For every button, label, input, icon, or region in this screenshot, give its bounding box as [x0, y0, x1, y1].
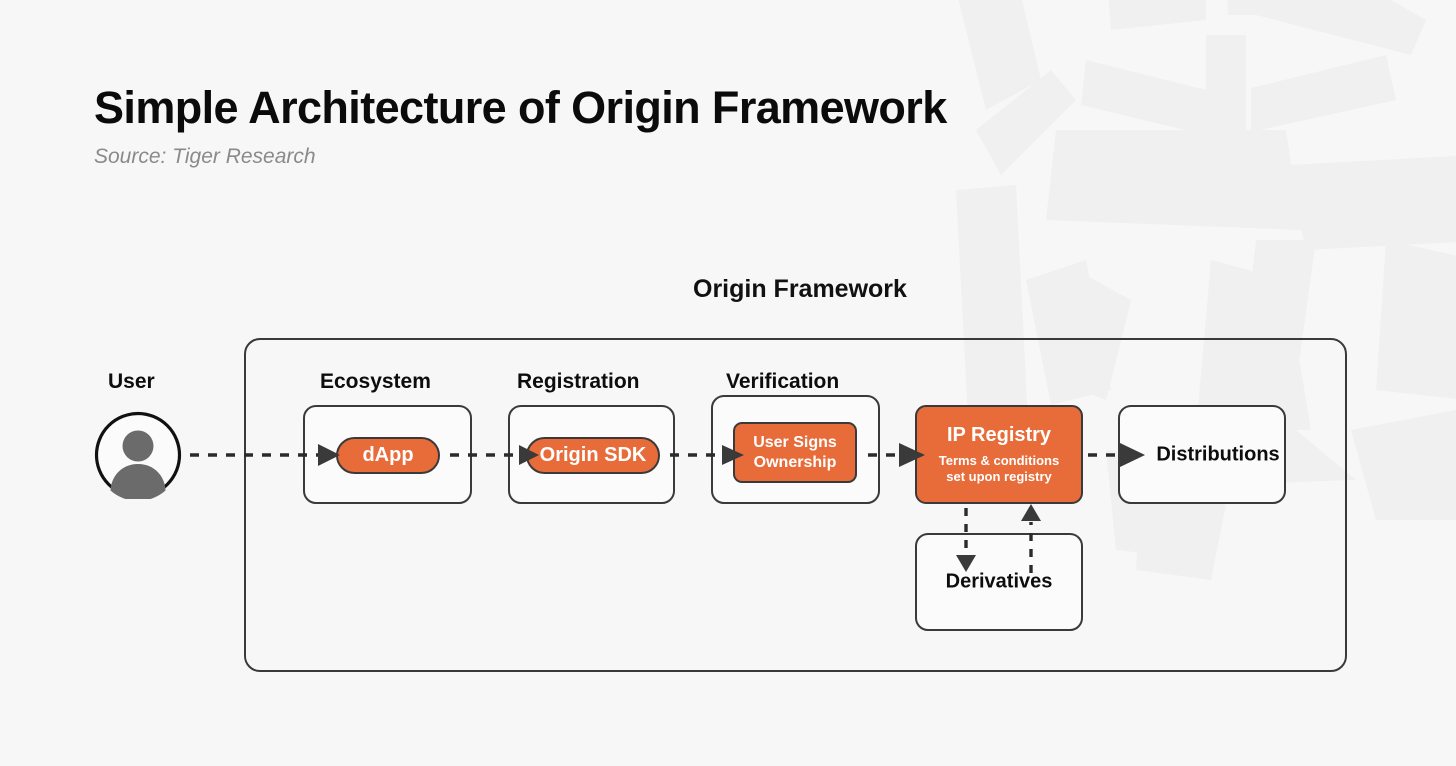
label-user: User [108, 370, 155, 393]
distributions-box[interactable]: Distributions [1118, 405, 1286, 504]
header: Simple Architecture of Origin Framework … [94, 84, 947, 169]
user-avatar-icon [94, 411, 182, 499]
label-registration: Registration [517, 370, 640, 393]
node-ip-registry-subtitle-line2: set upon registry [946, 469, 1052, 484]
node-user-signs-ownership[interactable]: User Signs Ownership [733, 422, 857, 483]
node-ip-registry-subtitle-line1: Terms & conditions [938, 452, 1060, 468]
origin-framework-container [244, 338, 1347, 672]
node-dapp[interactable]: dApp [336, 437, 440, 474]
page-title: Simple Architecture of Origin Framework [94, 82, 947, 133]
node-dapp-label: dApp [362, 444, 414, 466]
label-verification: Verification [726, 370, 840, 393]
diagram-title: Origin Framework [693, 275, 907, 303]
node-user-signs-line1: User Signs [753, 434, 837, 452]
node-ip-registry[interactable]: IP Registry Terms & conditions set upon … [915, 405, 1083, 504]
node-origin-sdk-label: Origin SDK [539, 444, 647, 466]
label-ecosystem: Ecosystem [320, 370, 431, 393]
node-origin-sdk[interactable]: Origin SDK [526, 437, 660, 474]
node-ip-registry-title: IP Registry [946, 423, 1052, 446]
node-user-signs-line2: Ownership [753, 453, 837, 471]
derivatives-box[interactable]: Derivatives [915, 533, 1083, 631]
distributions-label: Distributions [1156, 443, 1280, 465]
derivatives-label: Derivatives [945, 570, 1053, 593]
source-attribution: Source: Tiger Research [94, 145, 316, 169]
